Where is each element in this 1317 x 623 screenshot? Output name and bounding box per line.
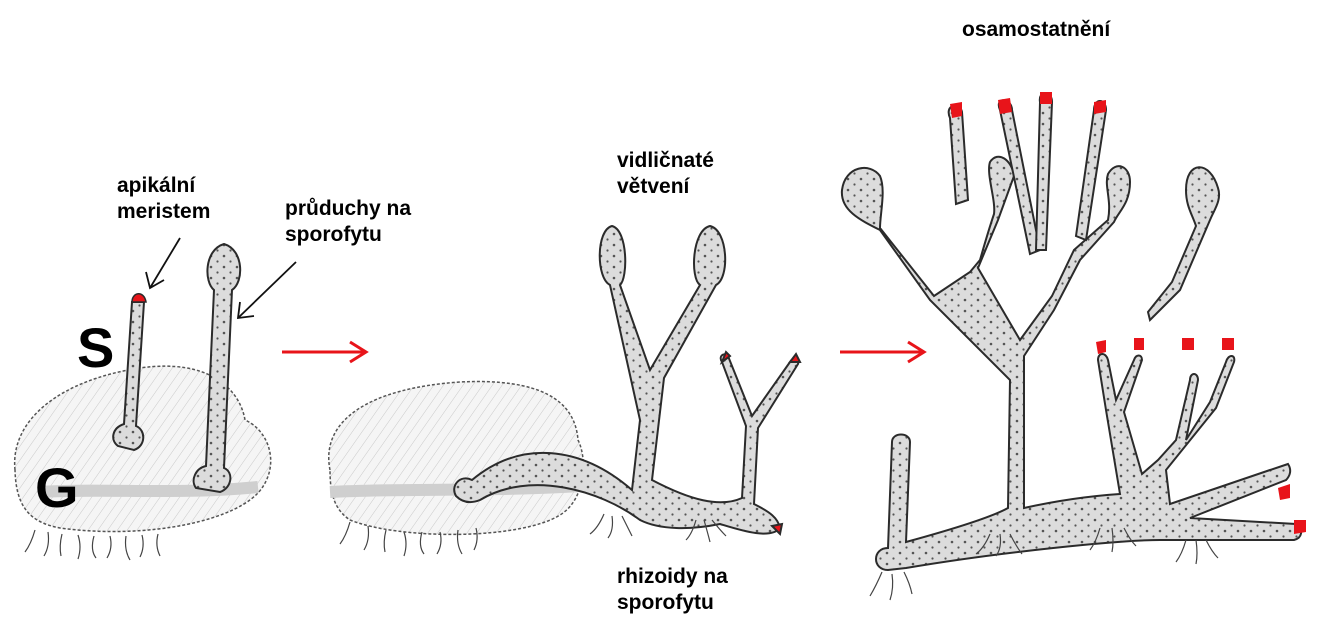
apical-meristem-label-line2: meristem (117, 199, 210, 225)
dichotomous-branching-label: vidličnaté větvení (617, 148, 714, 200)
rhizoids-label: rhizoidy na sporofytu (617, 564, 728, 616)
rhizoids-label-line2: sporofytu (617, 590, 728, 616)
dichotomous-branching-label-line2: větvení (617, 174, 714, 200)
apical-meristem-label: apikální meristem (117, 173, 210, 225)
stomata-label-line2: sporofytu (285, 222, 411, 248)
sporophyte-letter: S (77, 318, 114, 378)
right-arrow-icon (282, 342, 366, 362)
stomata-label-line1: průduchy na (285, 196, 411, 222)
dichotomous-branching-label-line1: vidličnaté (617, 148, 714, 174)
independence-label: osamostatnění (962, 17, 1110, 43)
apical-meristem-label-line1: apikální (117, 173, 210, 199)
stage-3-sporophyte (842, 93, 1301, 570)
stomata-label: průduchy na sporofytu (285, 196, 411, 248)
rhizoids-label-line1: rhizoidy na (617, 564, 728, 590)
right-arrow-icon (840, 342, 924, 362)
gametophyte-letter: G (35, 458, 79, 518)
stage-2-sporophyte (454, 226, 800, 534)
